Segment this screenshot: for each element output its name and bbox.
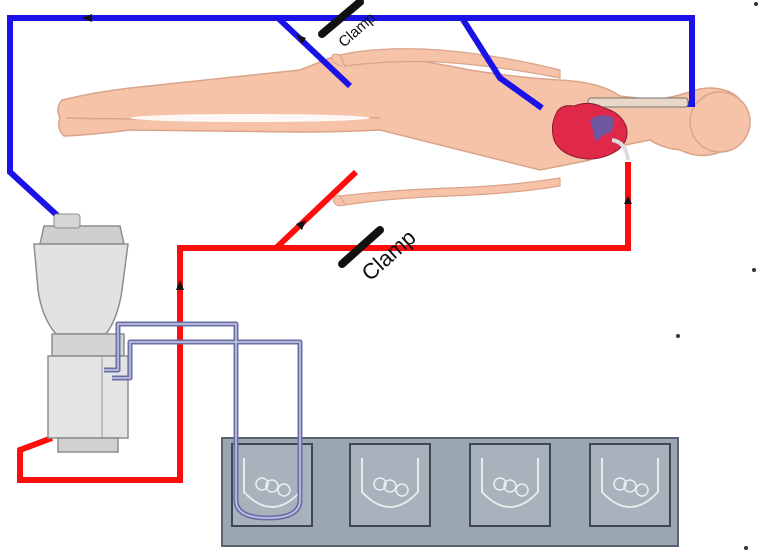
roller-pump-4-frame: [589, 443, 671, 527]
clamp-top-bar: [318, 0, 364, 38]
roller-pump-2-frame: [349, 443, 431, 527]
dot-marker-3: [676, 334, 680, 338]
venous-cannula: [587, 97, 689, 108]
oxygenator-upper: [51, 333, 125, 357]
roller-pump-3-rotor: [503, 479, 517, 493]
pump-tubing-highlight-line: [104, 323, 301, 519]
roller-pump-2-raceway: [361, 458, 419, 508]
oxygenator: [47, 333, 129, 453]
clamp-bottom: Clamp: [338, 225, 421, 286]
clamp-top: Clamp: [318, 0, 379, 51]
pump-console: [221, 437, 679, 547]
roller-pump-4-rotor: [623, 479, 637, 493]
roller-pump-1-roller-a: [255, 477, 269, 491]
arterial-branch-femoral: [273, 169, 359, 251]
roller-pump-2-rotor: [383, 479, 397, 493]
roller-pump-4-roller-b: [635, 483, 649, 497]
body-silhouette: [57, 53, 749, 171]
roller-pump-3-frame: [469, 443, 551, 527]
oxygenator-core: [47, 355, 129, 439]
roller-pump-2: [349, 443, 431, 527]
dot-marker-4: [744, 546, 748, 550]
roller-pump-1-roller-b: [277, 483, 291, 497]
hand-upper: [331, 53, 346, 67]
arterial-line: [17, 162, 631, 483]
venous-branch-upper: [459, 16, 544, 111]
clamp-bottom-label: Clamp: [357, 225, 421, 286]
arrow-venous-left: [82, 14, 92, 22]
pump-tubing-highlight: [104, 323, 301, 519]
roller-pump-2-roller-b: [395, 483, 409, 497]
roller-pump-4-roller-a: [613, 477, 627, 491]
arm-lower: [339, 177, 561, 206]
reservoir-body: [33, 243, 129, 335]
arrow-arterial-branch: [296, 220, 306, 230]
patient-body: [57, 48, 751, 207]
aortic-cannula: [611, 138, 630, 161]
clamp-bottom-bar: [338, 226, 384, 268]
roller-pump-3-raceway: [481, 458, 539, 508]
heart-vessels: [590, 115, 614, 142]
venous-reservoir: [33, 213, 129, 335]
dot-marker-1: [754, 2, 758, 6]
arrow-venous-branch: [296, 34, 306, 44]
dot-marker-2: [752, 268, 756, 272]
roller-pump-4-raceway: [601, 458, 659, 508]
arterial-main: [17, 162, 631, 483]
roller-pump-3-roller-b: [515, 483, 529, 497]
roller-pump-4: [589, 443, 671, 527]
roller-pump-2-roller-a: [373, 477, 387, 491]
roller-pump-3: [469, 443, 551, 527]
reservoir-top-cap: [39, 225, 125, 245]
roller-pump-1-rotor: [265, 479, 279, 493]
heart: [551, 102, 630, 161]
flow-arrows: [82, 14, 632, 290]
leg-gap-opening: [130, 114, 370, 122]
head: [689, 91, 751, 153]
hand-lower: [332, 195, 346, 207]
roller-pump-3-roller-a: [493, 477, 507, 491]
venous-branch-femoral: [275, 15, 353, 89]
arrow-arterial-up: [176, 280, 184, 290]
reservoir-inlet: [53, 213, 81, 229]
arrow-arterial-neck: [624, 196, 632, 204]
arm-upper: [339, 48, 561, 79]
oxygenator-base: [57, 437, 119, 453]
